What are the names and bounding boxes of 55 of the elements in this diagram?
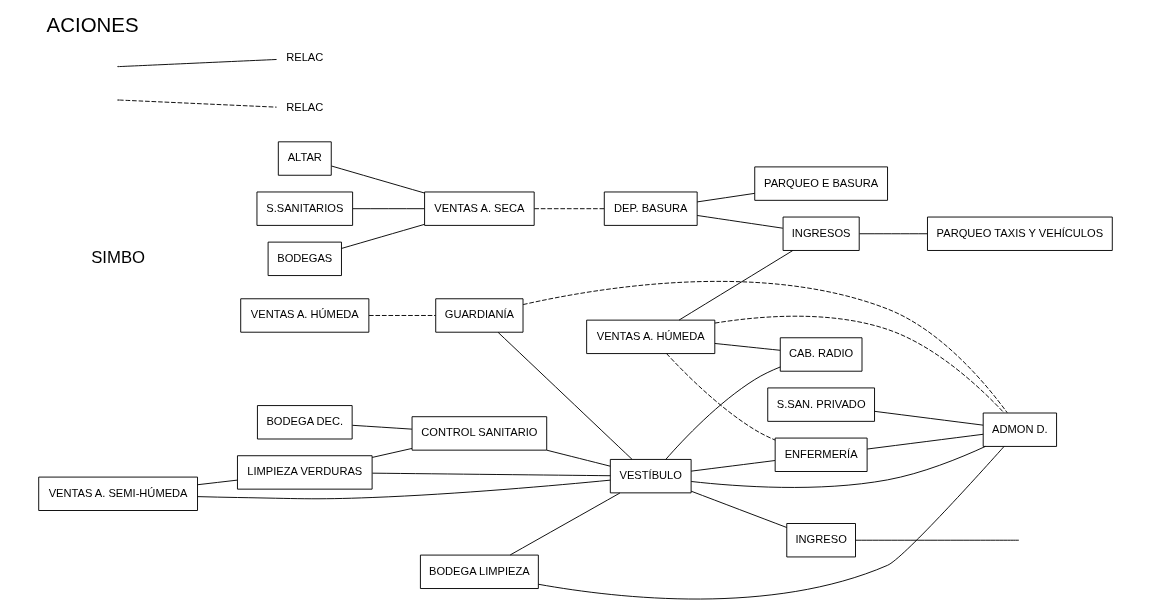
node-box: VESTÍBULO: [609, 458, 692, 494]
connector: [197, 479, 611, 500]
label: SIMBO: [91, 247, 146, 267]
connector: [372, 472, 611, 477]
node-box: BODEGA LIMPIEZA: [419, 554, 539, 589]
legend-label: RELAC: [286, 101, 324, 114]
node-box: INGRESO: [786, 523, 856, 558]
node-box: GUARDIANÍA: [435, 298, 524, 333]
node-box: ALTAR: [277, 141, 332, 176]
connector: [341, 223, 425, 249]
connector: [866, 433, 984, 450]
node-box: VENTAS A. SEMI-HÚMEDA: [38, 476, 198, 511]
node-box: ADMON D.: [982, 412, 1058, 447]
node-box: BODEGAS: [267, 241, 342, 276]
connector: [855, 539, 1020, 541]
connector: [859, 233, 928, 235]
node-box: PARQUEO TAXIS Y VEHÍCULOS: [927, 216, 1113, 251]
connector: [690, 490, 788, 528]
connector: [197, 479, 238, 486]
node-box: PARQUEO E BASURA: [754, 166, 888, 201]
node-box: VENTAS A. HÚMEDA: [240, 298, 370, 333]
connector: [371, 448, 413, 458]
connector: [714, 343, 781, 351]
node-box: BODEGA DEC.: [256, 405, 353, 440]
legend-label: RELAC: [286, 51, 324, 64]
node-box: ENFERMERÍA: [774, 437, 868, 472]
connector: [690, 446, 986, 488]
node-box: INGRESOS: [782, 216, 860, 251]
connector: [690, 460, 776, 472]
connector: [666, 353, 776, 441]
connector: [665, 366, 781, 460]
node-box: LIMPIEZA VERDURAS: [237, 455, 373, 490]
connector: [352, 208, 425, 210]
node-box: VENTAS A. HÚMEDA: [586, 319, 716, 355]
connector: [331, 165, 425, 194]
node-box: DEP. BASURA: [603, 191, 698, 226]
connector: [533, 208, 605, 210]
connector: [368, 315, 437, 316]
node-box: S.SANITARIOS: [256, 191, 354, 226]
node-box: S.SAN. PRIVADO: [767, 387, 875, 422]
node-box: VENTAS A. SECA: [424, 191, 535, 226]
connector: [714, 315, 1005, 414]
connector: [696, 215, 784, 229]
diagram-title: ACIONES: [46, 13, 139, 36]
connector: [546, 449, 611, 467]
connector: [696, 192, 756, 203]
connector: [538, 446, 1005, 600]
connector: [497, 331, 633, 460]
node-box: CONTROL SANITARIO: [411, 416, 548, 451]
connector: [509, 492, 621, 556]
connector: [522, 280, 1008, 414]
node-box: CAB. RADIO: [779, 337, 863, 372]
connector: [874, 410, 984, 426]
connector: [352, 424, 413, 430]
connector: [678, 250, 794, 321]
